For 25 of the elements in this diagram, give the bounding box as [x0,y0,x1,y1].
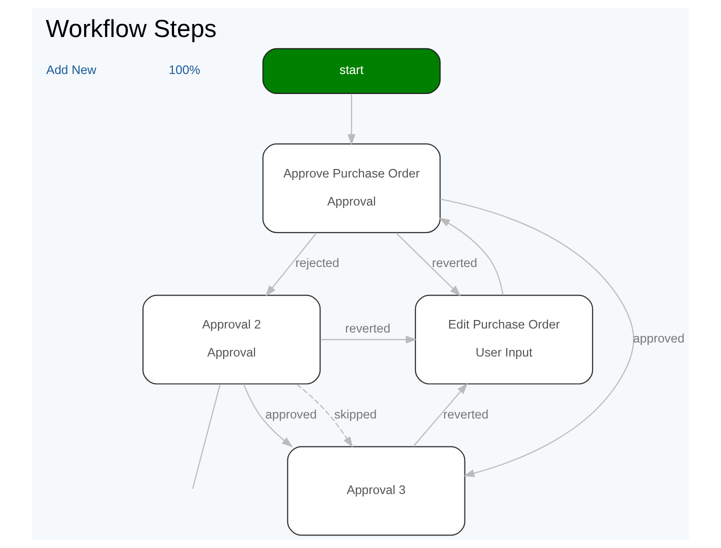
diagram-title: Workflow Steps [46,16,217,43]
arrow [412,382,468,447]
arrow [438,218,504,296]
arrow [243,384,293,448]
arrow [265,232,317,296]
node-box: start [262,48,441,94]
connector [192,384,221,489]
edge-label: reverted [345,322,390,336]
node-box: Edit Purchase Order User Input [414,294,594,384]
edge-label: approved [265,407,317,422]
node-box: Approve Purchase Order Approval [262,143,441,234]
edge-label: skipped [334,407,377,422]
edge-label: approved [633,332,684,346]
arrow [296,384,353,448]
label: Add New [46,63,96,78]
node-box: Approval 3 [287,446,466,536]
node-box: Approval 2 Approval [142,294,321,384]
edge-label: rejected [295,256,340,270]
arrow [396,232,461,296]
edge-label: reverted [443,407,489,422]
arrow [320,336,417,344]
edge-label: reverted [432,256,478,270]
arrow [440,198,634,478]
label: 100% [168,63,200,78]
arrow [348,94,356,146]
